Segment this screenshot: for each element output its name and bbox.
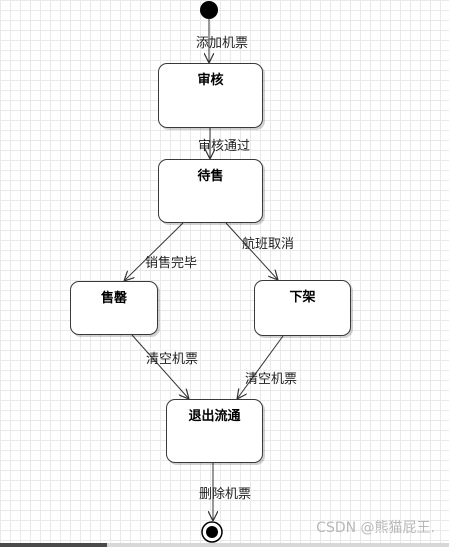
- state-delisted: 下架: [254, 280, 351, 336]
- final-state: [201, 521, 223, 543]
- state-for-sale: 待售: [158, 159, 263, 223]
- state-delisted-label: 下架: [289, 290, 316, 305]
- horizontal-scrollbar[interactable]: [0, 543, 449, 547]
- state-for-sale-label: 待售: [197, 169, 224, 184]
- state-sold-out: 售罄: [70, 281, 158, 335]
- state-review: 审核: [158, 63, 263, 128]
- edge-flight-cancelled: [225, 222, 278, 280]
- label-add-ticket: 添加机票: [196, 36, 249, 51]
- state-exit-label: 退出流通: [188, 409, 241, 424]
- label-review-passed: 审核通过: [198, 139, 251, 154]
- scrollbar-thumb[interactable]: [0, 543, 107, 547]
- label-clear-right: 清空机票: [245, 372, 298, 387]
- label-delete-ticket: 删除机票: [199, 487, 252, 502]
- initial-state: [200, 1, 218, 19]
- edge-clear-left: [131, 334, 189, 399]
- edge-sales-complete: [124, 222, 184, 281]
- state-exit: 退出流通: [166, 399, 263, 463]
- label-clear-left: 清空机票: [146, 352, 199, 367]
- state-review-label: 审核: [197, 73, 224, 88]
- watermark: CSDN @熊猫屁王.: [316, 520, 435, 536]
- label-flight-cancelled: 航班取消: [242, 237, 295, 252]
- state-sold-out-label: 售罄: [100, 291, 127, 306]
- edge-clear-right: [237, 335, 284, 399]
- label-sales-complete: 销售完毕: [145, 256, 198, 271]
